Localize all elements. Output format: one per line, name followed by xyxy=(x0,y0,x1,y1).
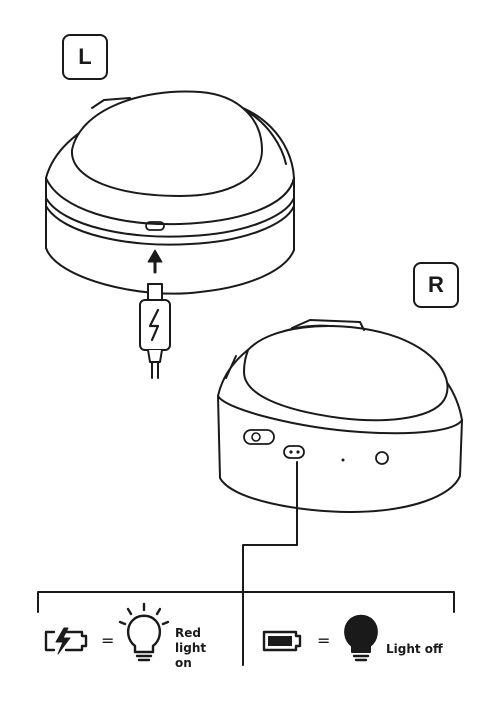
light-bulb-off-icon xyxy=(344,614,378,662)
legend-bracket xyxy=(37,591,455,613)
power-switch xyxy=(243,429,275,445)
charging-text-line-1: Red xyxy=(175,626,201,640)
callout-line xyxy=(242,461,298,666)
usb-c-cable-icon xyxy=(139,283,171,379)
arrow-up-icon xyxy=(147,249,163,274)
charged-text: Light off xyxy=(386,642,443,656)
left-ear-cup xyxy=(45,90,295,295)
charging-equals: = xyxy=(101,631,115,650)
left-side-label: L xyxy=(62,34,108,80)
charged-equals: = xyxy=(317,631,331,650)
charging-text-line-2: light xyxy=(175,641,207,655)
right-side-label: R xyxy=(413,262,459,308)
right-ear-cup xyxy=(217,319,463,513)
usb-c-port xyxy=(145,221,165,231)
full-battery-icon xyxy=(262,630,302,652)
charging-battery-icon xyxy=(44,627,88,655)
charging-text-line-3: on xyxy=(175,656,192,670)
light-bulb-on-icon xyxy=(118,602,170,662)
charge-port xyxy=(283,445,305,459)
